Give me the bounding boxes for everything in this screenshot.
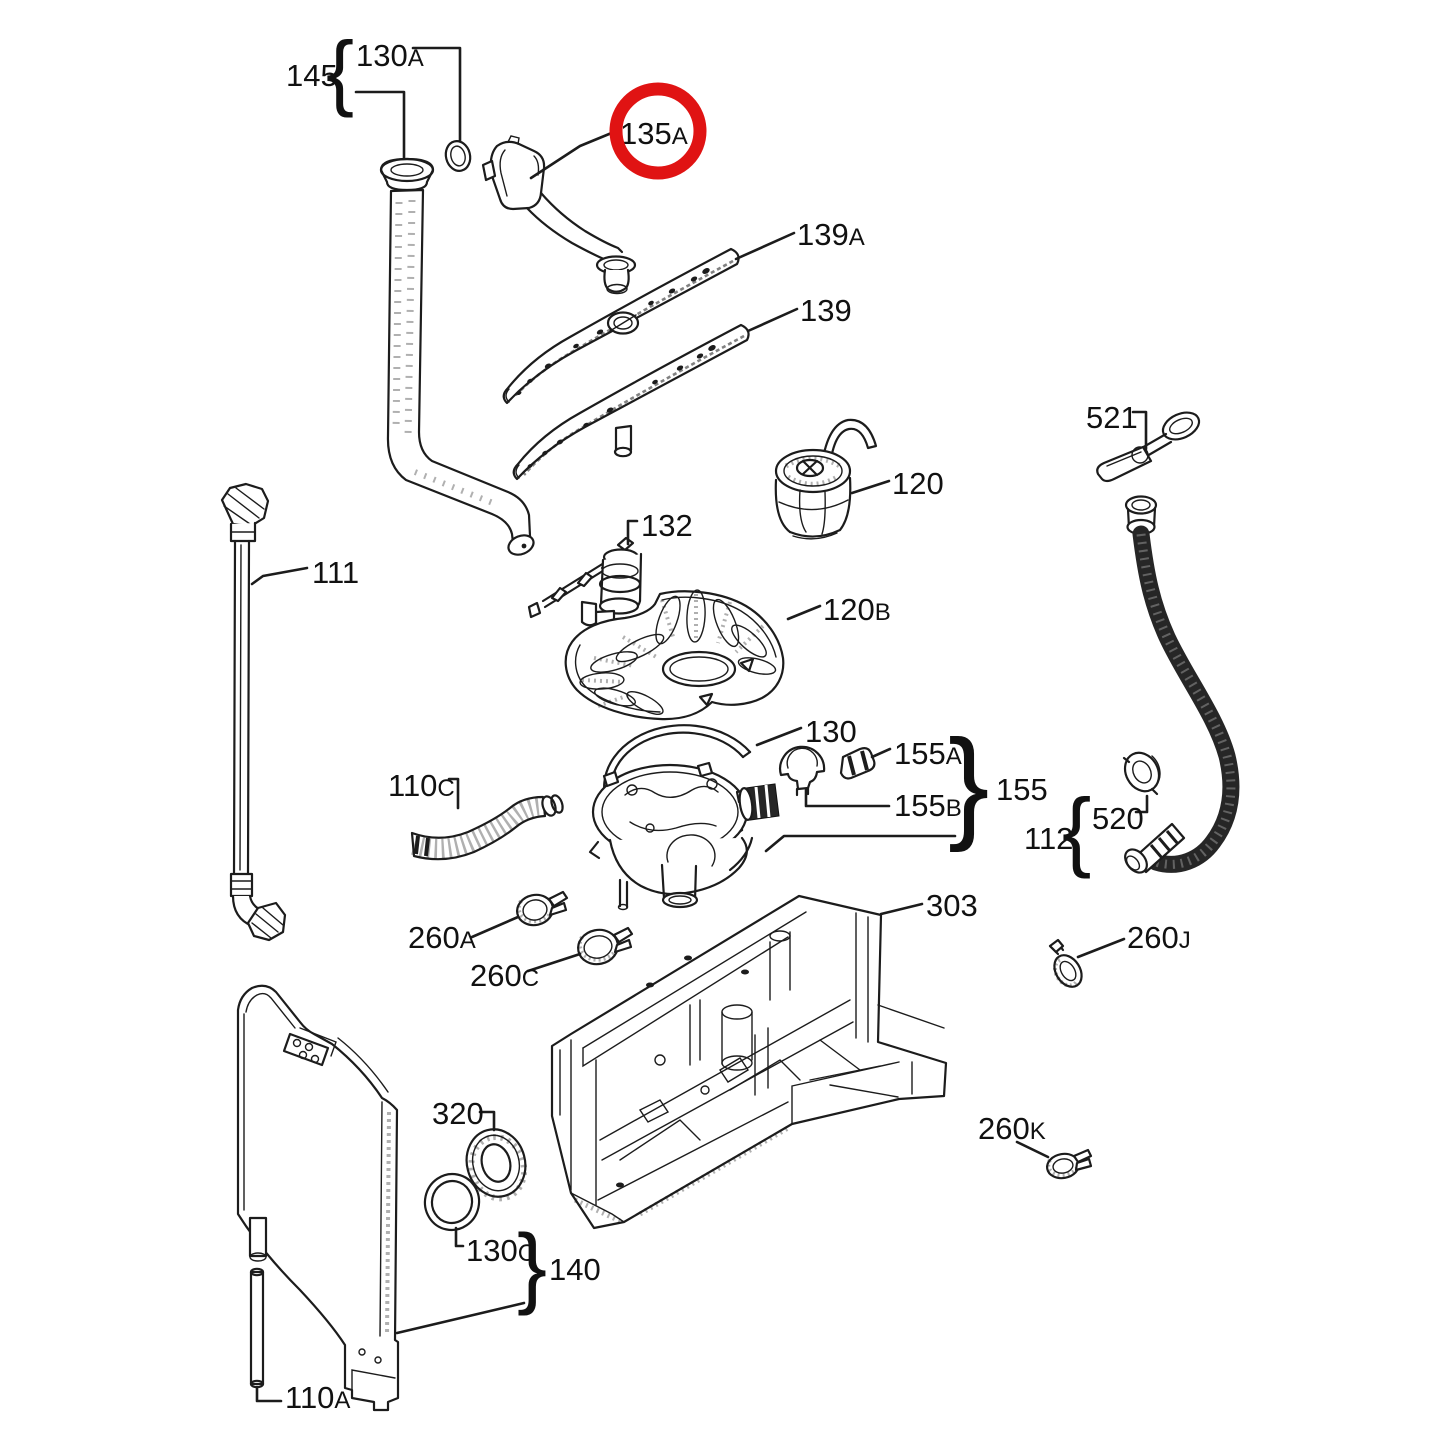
leader-lines [250,46,1149,1403]
leader-260c [526,952,582,973]
leader-130c [454,1226,465,1248]
clip-155b-part [779,745,826,797]
o-ring-130a-part [444,140,472,172]
part-label-135A: 135A [620,116,688,151]
inlet-hose-111-part [220,482,287,942]
hose-110c-part [410,794,564,861]
fill-tube-110a-part [249,1267,265,1389]
drain-hose-112-part [1124,495,1240,874]
o-ring-130c-part [423,1172,481,1232]
leader-130a [411,46,462,143]
spray-guide-120b-part [564,589,785,721]
spray-holes-139 [527,345,716,469]
part-label-130A: 130A [356,38,424,73]
bushing-155a-part [839,747,876,780]
clamp-260a-part [516,890,569,927]
base-frame-303-part [550,894,948,1230]
part-label-260A: 260A [408,920,476,955]
leader-260a [470,915,520,939]
valve-132-part [527,536,643,640]
leader-111 [250,566,309,586]
grommet-520-part [1122,751,1161,796]
part-label-155B: 155B [894,788,962,823]
clamp-260c-part [577,926,634,966]
part-label-260J: 260J [1127,920,1191,955]
part-label-120: 120 [892,466,944,501]
brace-140: } [517,1217,547,1317]
leader-139a [734,231,796,261]
leader-110a [255,1385,283,1403]
part-label-303: 303 [926,888,978,923]
clamp-260k-part [1046,1148,1093,1180]
leader-520 [1134,794,1149,814]
part-label-140: 140 [549,1252,601,1287]
drain-key-521-part [1096,411,1201,483]
leader-155a [870,747,892,759]
part-label-260K: 260K [978,1111,1046,1146]
plate-ribs [579,589,777,715]
part-label-155A: 155A [894,736,962,771]
leader-521 [1131,410,1148,451]
leader-120b [786,604,822,621]
part-label-260C: 260C [470,958,539,993]
side-panel-140-part [236,984,400,1412]
leader-260j [1076,937,1126,959]
leader-110c [447,777,460,810]
water-inlet-tube-135a-part [481,135,637,295]
spray-arm-139-part [512,323,750,481]
part-label-111: 111 [312,555,359,590]
part-label-120B: 120B [823,592,891,627]
part-label-132: 132 [641,508,693,543]
feed-pipe-145-part [379,157,535,556]
sump-pump-assembly-part [588,761,780,911]
brace-155: } [948,715,989,853]
leader-320 [478,1110,496,1132]
part-labels: 145 130A 135A 139A 139 521 120 132 111 120B 130 155… [285,24,1191,1415]
part-label-130: 130 [805,714,857,749]
part-label-139A: 139A [797,217,865,252]
highlight-circle-135a [609,82,707,180]
seal-320-part [465,1128,528,1202]
spray-holes-139a [516,268,710,396]
spray-arm-139a-part [502,247,740,405]
part-label-139: 139 [800,293,852,328]
leader-145 [354,90,406,160]
leader-130 [755,726,803,747]
part-label-112: 112 [1024,821,1073,856]
leader-120 [850,479,891,495]
plate-rib-hatch [581,594,765,708]
leader-260k [1015,1140,1050,1159]
part-label-110A: 110A [285,1380,350,1415]
part-label-145: 145 [286,58,338,93]
leader-155b [804,788,891,808]
leader-140 [395,1301,526,1335]
brace-112: { [1062,780,1091,879]
part-label-130C: 130C [466,1233,535,1268]
leader-139 [746,307,799,333]
part-label-155: 155 [996,772,1048,807]
clamp-260j-part [1048,938,1083,988]
leader-303 [879,902,924,916]
part-label-110C: 110C [388,768,455,803]
leader-155 [764,834,957,853]
part-label-520: 520 [1092,801,1144,836]
part-label-320: 320 [432,1096,484,1131]
filter-assembly-120-part [774,418,878,540]
brace-145: { [326,24,354,118]
leader-132 [626,519,639,546]
part-label-521: 521 [1086,400,1138,435]
leader-135a [529,130,616,180]
